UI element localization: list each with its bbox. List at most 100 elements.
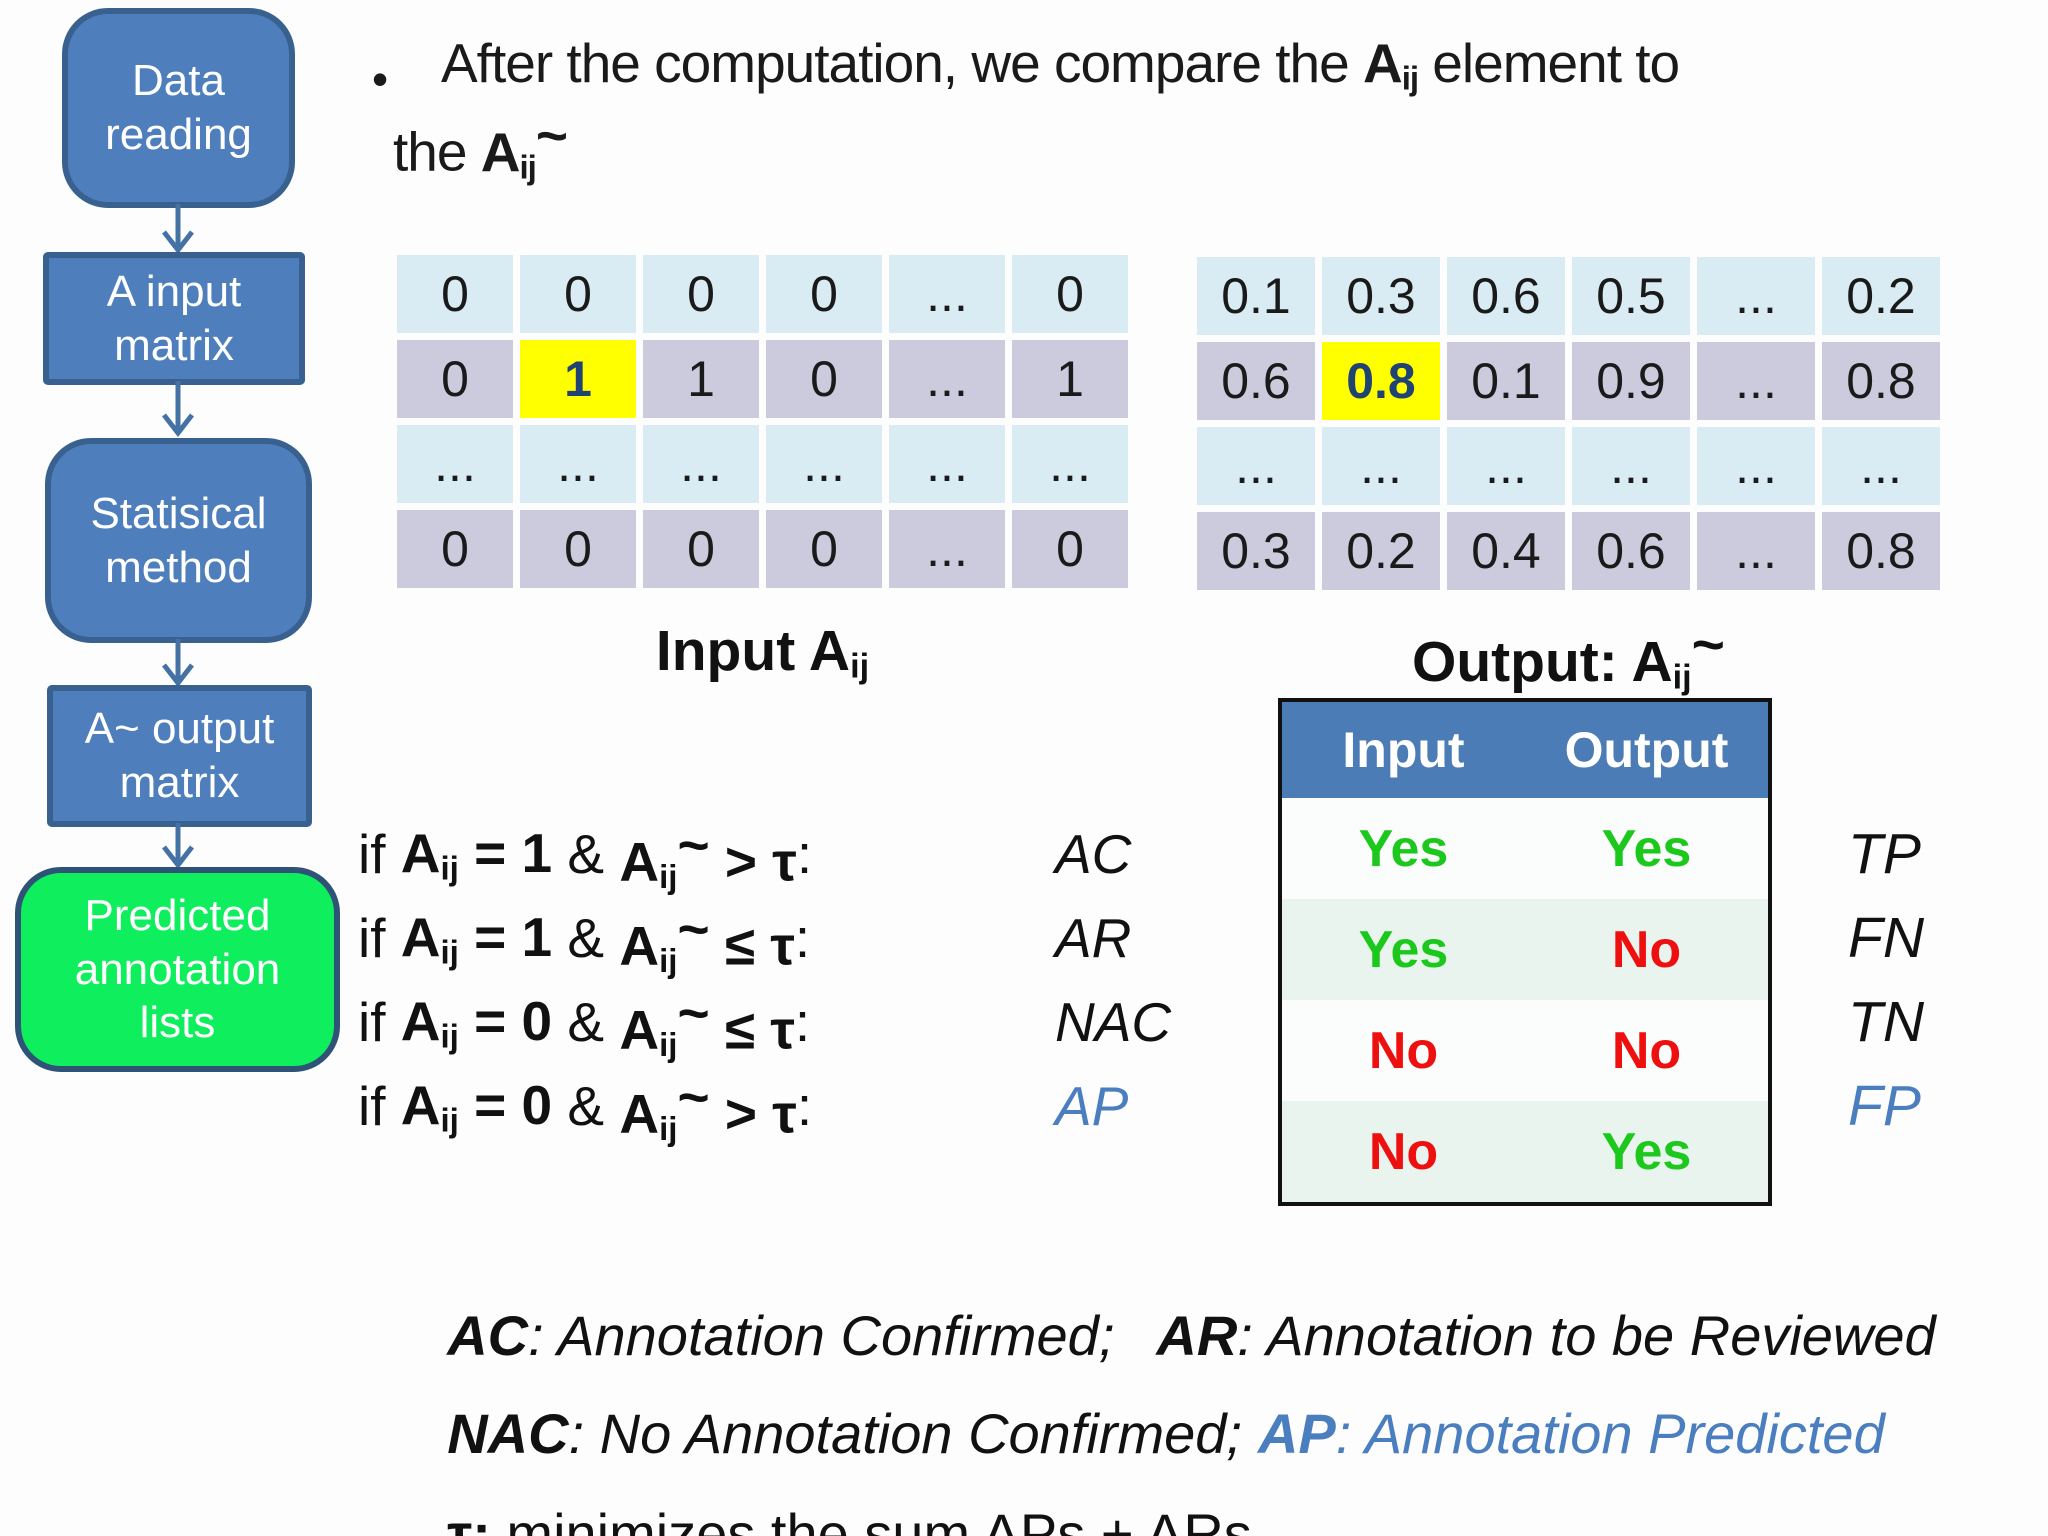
- table-cell: Yes: [1601, 1122, 1692, 1181]
- matrix-cell: 0.8: [1822, 512, 1940, 590]
- condition-row: if Aij = 0 & Aij~ > τ: AP: [358, 1065, 1129, 1147]
- matrix-cell: 0.5: [1572, 257, 1690, 335]
- matrix-cell: ...: [1697, 342, 1815, 420]
- table-cell: Yes: [1358, 819, 1449, 878]
- matrix-cell: ...: [397, 425, 513, 503]
- legend-line-2: NAC: No Annotation Confirmed;AP: Annotat…: [447, 1402, 1885, 1465]
- matrix-cell: ...: [889, 255, 1005, 333]
- input-matrix: 0 0 0 0 ... 0 0 1 1 0 ... 1 ... ... ... …: [397, 255, 1128, 588]
- column-header-output: Output: [1564, 722, 1729, 778]
- matrix-cell: 0.1: [1447, 342, 1565, 420]
- matrix-cell: ...: [520, 425, 636, 503]
- matrix-cell: 0.8: [1822, 342, 1940, 420]
- table-row: No No: [1282, 1000, 1768, 1101]
- matrix-cell: 0.9: [1572, 342, 1690, 420]
- outcome-label-tp: TP: [1848, 822, 1921, 886]
- table-header-row: Input Output: [1282, 702, 1768, 798]
- legend-abbr-ap: AP: [1257, 1402, 1336, 1465]
- legend-abbr-ac: AC: [447, 1304, 529, 1367]
- matrix-cell: 0.6: [1572, 512, 1690, 590]
- matrix-cell: 0: [397, 255, 513, 333]
- a-ij-symbol: Aij: [1362, 32, 1419, 97]
- matrix-cell: 0.6: [1197, 342, 1315, 420]
- table-cell: No: [1611, 920, 1682, 979]
- matrix-cell: 0: [520, 255, 636, 333]
- bullet-marker: •: [372, 53, 389, 105]
- table-row: Yes Yes: [1282, 798, 1768, 899]
- input-output-table: Input Output Yes Yes Yes No No No No Yes: [1278, 698, 1772, 1206]
- legend-abbr-tau: τ:: [447, 1502, 491, 1536]
- flowchart-node-a-output-matrix: A~ output matrix: [47, 685, 312, 827]
- matrix-cell: 0: [520, 510, 636, 588]
- table-row: Yes No: [1282, 899, 1768, 1000]
- legend-abbr-ar: AR: [1156, 1304, 1238, 1367]
- a-ij-tilde-symbol: Aij~: [480, 104, 568, 185]
- matrix-cell: ...: [766, 425, 882, 503]
- legend-line-tau: τ: minimizes the sum APs + ARs: [385, 1436, 1252, 1536]
- matrix-cell: 0.3: [1197, 512, 1315, 590]
- bullet-line1-post: element to: [1418, 32, 1680, 94]
- matrix-cell: ...: [1697, 257, 1815, 335]
- matrix-cell: ...: [1197, 427, 1315, 505]
- legend-line-1: AC: Annotation Confirmed;AR: Annotation …: [447, 1304, 1936, 1367]
- matrix-cell-highlighted: 1: [520, 340, 636, 418]
- matrix-cell: 0.4: [1447, 512, 1565, 590]
- matrix-cell: ...: [643, 425, 759, 503]
- matrix-cell: ...: [889, 510, 1005, 588]
- matrix-cell: 0: [643, 255, 759, 333]
- arrow-down-icon: [162, 823, 194, 869]
- condition-result: AP: [1055, 1075, 1129, 1137]
- flowchart-node-predicted-annotation-lists: Predicted annotation lists: [15, 867, 340, 1072]
- table-cell: No: [1368, 1021, 1439, 1080]
- matrix-cell: ...: [1822, 427, 1940, 505]
- matrix-cell: ...: [1322, 427, 1440, 505]
- output-matrix-caption: Output: Aij~: [1412, 613, 1725, 697]
- input-matrix-caption: Input Aij: [655, 619, 870, 686]
- matrix-cell: ...: [889, 340, 1005, 418]
- matrix-cell: 0.6: [1447, 257, 1565, 335]
- bullet-line2-pre: the: [393, 120, 481, 183]
- matrix-cell: ...: [1697, 512, 1815, 590]
- table-cell: Yes: [1358, 920, 1449, 979]
- output-matrix: 0.1 0.3 0.6 0.5 ... 0.2 0.6 0.8 0.1 0.9 …: [1197, 257, 1940, 590]
- arrow-down-icon: [162, 639, 194, 687]
- condition-row: if Aij = 1 & Aij~ ≤ τ: AR: [358, 897, 1132, 979]
- matrix-cell: 0: [397, 510, 513, 588]
- outcome-label-fn: FN: [1848, 906, 1924, 970]
- matrix-cell: 1: [1012, 340, 1128, 418]
- matrix-cell: 0.3: [1322, 257, 1440, 335]
- bullet-line1-pre: After the computation, we compare the: [441, 32, 1363, 94]
- table-cell: No: [1611, 1021, 1682, 1080]
- outcome-label-fp: FP: [1848, 1074, 1921, 1138]
- matrix-cell: 0.1: [1197, 257, 1315, 335]
- flowchart-node-statistical-method: Statisical method: [45, 438, 312, 643]
- table-row: No Yes: [1282, 1101, 1768, 1202]
- matrix-cell: 1: [643, 340, 759, 418]
- matrix-cell: 0: [766, 255, 882, 333]
- table-cell: Yes: [1601, 819, 1692, 878]
- matrix-cell: ...: [889, 425, 1005, 503]
- bullet-text: After the computation, we compare the Ai…: [393, 28, 1933, 189]
- condition-result: AC: [1055, 823, 1132, 885]
- legend-abbr-nac: NAC: [447, 1402, 569, 1465]
- matrix-cell: 0: [643, 510, 759, 588]
- matrix-cell: 0.2: [1822, 257, 1940, 335]
- matrix-cell-highlighted: 0.8: [1322, 342, 1440, 420]
- condition-result: AR: [1055, 907, 1132, 969]
- column-header-input: Input: [1342, 722, 1465, 778]
- table-cell: No: [1368, 1122, 1439, 1181]
- condition-result: NAC: [1055, 991, 1172, 1053]
- matrix-cell: ...: [1012, 425, 1128, 503]
- matrix-cell: 0: [1012, 510, 1128, 588]
- matrix-cell: ...: [1447, 427, 1565, 505]
- matrix-cell: 0: [397, 340, 513, 418]
- outcome-label-tn: TN: [1848, 990, 1924, 1054]
- matrix-cell: 0: [766, 340, 882, 418]
- matrix-cell: 0.2: [1322, 512, 1440, 590]
- matrix-cell: 0: [766, 510, 882, 588]
- matrix-cell: ...: [1572, 427, 1690, 505]
- matrix-cell: 0: [1012, 255, 1128, 333]
- condition-row: if Aij = 0 & Aij~ ≤ τ: NAC: [358, 981, 1172, 1063]
- arrow-down-icon: [162, 381, 194, 437]
